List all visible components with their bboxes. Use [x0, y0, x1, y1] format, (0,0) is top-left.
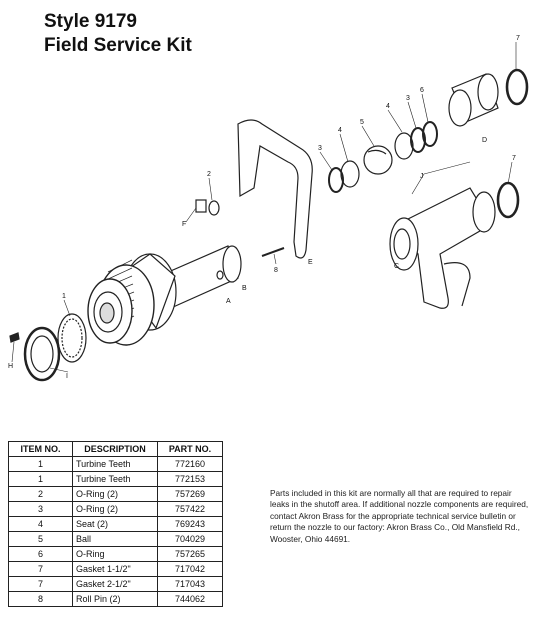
roll-pin-drawing — [261, 247, 285, 257]
callout-item-4-left: 4 — [338, 127, 342, 134]
nozzle-body-drawing — [87, 245, 242, 346]
cell-part-no: 744062 — [157, 591, 223, 607]
parts-table-header-row: ITEM NO. DESCRIPTION PART NO. — [8, 441, 223, 457]
cell-description: Gasket 1-1/2" — [72, 561, 158, 577]
cell-item: 5 — [8, 531, 73, 547]
callout-letter-c: C — [394, 263, 399, 270]
cell-part-no: 757265 — [157, 546, 223, 562]
cell-item: 7 — [8, 576, 73, 592]
table-row: 8 Roll Pin (2) 744062 — [8, 591, 223, 607]
header-part-no: PART NO. — [157, 441, 223, 457]
callout-item-2: 2 — [207, 171, 211, 178]
cell-description: Turbine Teeth — [72, 456, 158, 472]
coupling-d-drawing — [448, 68, 529, 127]
callout-item-6: 6 — [420, 87, 424, 94]
table-row: 3 O-Ring (2) 757422 — [8, 501, 223, 517]
table-row: 6 O-Ring 757265 — [8, 546, 223, 562]
cell-item: 8 — [8, 591, 73, 607]
cell-description: O-Ring — [72, 546, 158, 562]
callout-letter-d: D — [482, 137, 487, 144]
table-row: 7 Gasket 1-1/2" 717042 — [8, 561, 223, 577]
title-kit-name: Field Service Kit — [44, 35, 192, 56]
pistol-grip-c-drawing — [389, 181, 520, 309]
bail-handle-drawing — [237, 119, 313, 259]
table-row: 2 O-Ring (2) 757269 — [8, 486, 223, 502]
cell-item: 7 — [8, 561, 73, 577]
table-row: 7 Gasket 2-1/2" 717043 — [8, 576, 223, 592]
cell-item: 2 — [8, 486, 73, 502]
cell-description: Turbine Teeth — [72, 471, 158, 487]
screw-h-drawing — [9, 332, 20, 343]
callout-item-1: 1 — [62, 293, 66, 300]
seat-ball-assembly-drawing — [328, 121, 438, 193]
turbine-teeth-ring-drawing — [57, 313, 87, 363]
bumper-ring-drawing — [23, 326, 61, 382]
callout-item-4-right: 4 — [386, 103, 390, 110]
cell-item: 6 — [8, 546, 73, 562]
cell-part-no: 717043 — [157, 576, 223, 592]
title-style-number: Style 9179 — [44, 11, 137, 32]
callout-item-5: 5 — [360, 119, 364, 126]
table-row: 5 Ball 704029 — [8, 531, 223, 547]
header-item-no: ITEM NO. — [8, 441, 73, 457]
callout-item-7-top: 7 — [516, 35, 520, 42]
header-description: DESCRIPTION — [72, 441, 158, 457]
cell-item: 4 — [8, 516, 73, 532]
cell-item: 1 — [8, 471, 73, 487]
table-row: 4 Seat (2) 769243 — [8, 516, 223, 532]
callout-item-3-left: 3 — [318, 145, 322, 152]
callout-letter-b: B — [242, 285, 247, 292]
callout-letter-f: F — [182, 221, 186, 228]
cell-part-no: 757269 — [157, 486, 223, 502]
exploded-parts-diagram: 1 2 3 3 4 4 5 6 7 7 8 A B C D E F H I J — [8, 35, 529, 382]
cell-part-no: 704029 — [157, 531, 223, 547]
callout-letter-i: I — [66, 373, 68, 380]
callout-item-3-right: 3 — [406, 95, 410, 102]
page-title: Style 9179 Field Service Kit — [44, 10, 192, 58]
cell-part-no: 772160 — [157, 456, 223, 472]
cell-description: O-Ring (2) — [72, 501, 158, 517]
cell-description: Ball — [72, 531, 158, 547]
cell-description: Gasket 2-1/2" — [72, 576, 158, 592]
table-row: 1 Turbine Teeth 772160 — [8, 456, 223, 472]
cell-part-no: 717042 — [157, 561, 223, 577]
cell-description: Seat (2) — [72, 516, 158, 532]
callout-item-8: 8 — [274, 267, 278, 274]
table-row: 1 Turbine Teeth 772153 — [8, 471, 223, 487]
callout-letter-h: H — [8, 363, 13, 370]
fitting-f-drawing — [195, 199, 220, 216]
cell-part-no: 772153 — [157, 471, 223, 487]
callout-letter-e: E — [308, 259, 313, 266]
service-note: Parts included in this kit are normally … — [270, 488, 529, 544]
cell-part-no: 757422 — [157, 501, 223, 517]
callout-letter-a: A — [226, 298, 231, 305]
cell-part-no: 769243 — [157, 516, 223, 532]
cell-item: 3 — [8, 501, 73, 517]
cell-description: O-Ring (2) — [72, 486, 158, 502]
cell-description: Roll Pin (2) — [72, 591, 158, 607]
callout-letter-j: J — [420, 173, 424, 180]
parts-table: ITEM NO. DESCRIPTION PART NO. 1 Turbine … — [8, 441, 223, 607]
cell-item: 1 — [8, 456, 73, 472]
callout-item-7-bottom: 7 — [512, 155, 516, 162]
